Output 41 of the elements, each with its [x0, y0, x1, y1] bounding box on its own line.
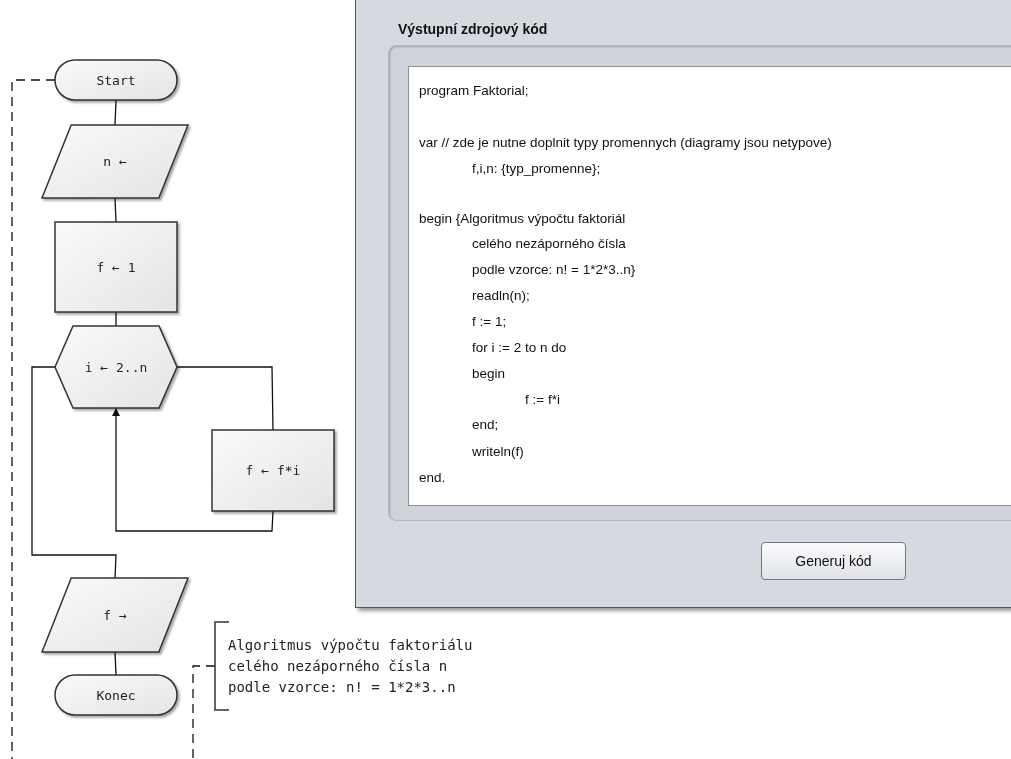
arrow: [112, 407, 274, 532]
code-line: var // zde je nutne doplnit typy promennych (diagramy jsou netypove): [419, 135, 832, 150]
dashed-connector: [11, 79, 56, 759]
connector-line: [115, 311, 117, 327]
node-text: Konec: [96, 687, 136, 703]
window-panel: [355, 0, 1011, 608]
terminal-shape: [55, 675, 177, 715]
output-parallelogram: [42, 578, 188, 652]
code-line: podle vzorce: n! = 1*2*3..n}: [472, 262, 636, 277]
connector-line: [114, 651, 117, 676]
generate-code-button: Generuj kód: [761, 542, 906, 580]
node-text: Start: [96, 72, 136, 88]
code-line: begin {Algoritmus výpočtu faktoriál: [419, 211, 626, 226]
process-box: [212, 430, 334, 511]
connector-line: [114, 99, 117, 126]
process-box: [55, 222, 177, 312]
loop-hexagon: [55, 326, 177, 408]
code-line: end;: [472, 417, 499, 432]
connector-line: [114, 197, 117, 223]
code-line: end.: [419, 470, 446, 485]
code-line: f := f*i: [525, 392, 560, 407]
node-text: f →: [103, 607, 127, 623]
code-line: f := 1;: [472, 314, 507, 329]
code-line: for i := 2 to n do: [472, 340, 567, 355]
connector-line: [31, 366, 117, 579]
input-parallelogram: [42, 125, 188, 198]
node-text: f ← 1: [96, 259, 136, 275]
node-text: f ← f*i: [245, 463, 301, 478]
connector-line: [176, 366, 274, 431]
code-line: begin: [472, 366, 506, 381]
dashed-connector: [192, 665, 216, 759]
code-line: readln(n);: [472, 288, 530, 303]
terminal-shape: [55, 60, 177, 100]
node-text: i ← 2..n: [84, 359, 148, 375]
node-text: n ←: [103, 154, 127, 169]
panel-title: Výstupní zdrojový kód: [398, 21, 548, 37]
code-line: program Faktorial;: [419, 83, 529, 98]
code-line: writeln(f): [472, 444, 524, 459]
comment-text: Algoritmus výpočtu faktoriálu celého nezáporného čísla n podle vzorce: n! = 1*2*3..n: [228, 635, 474, 697]
code-line: celého nezáporného čísla: [472, 236, 626, 251]
code-line: f,i,n: {typ_promenne};: [472, 161, 601, 176]
